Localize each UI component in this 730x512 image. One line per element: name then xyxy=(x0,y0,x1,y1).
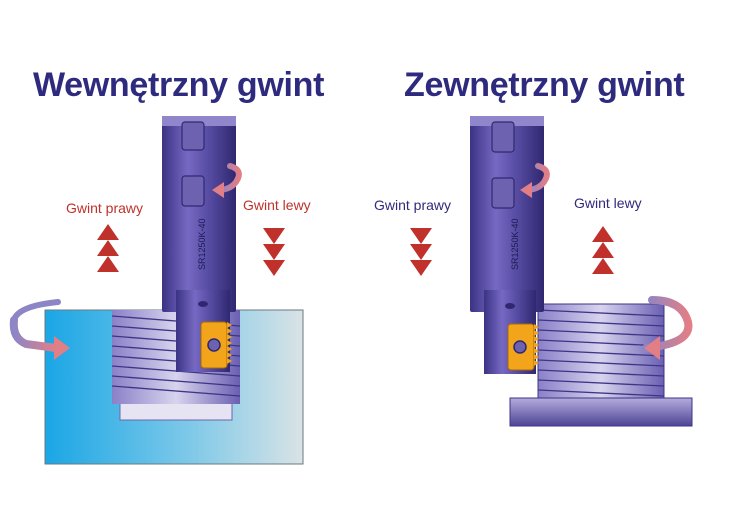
insert-screw-right xyxy=(513,340,527,354)
tool-flat-lower-right xyxy=(491,177,515,209)
tool-rotation-arrowhead-right xyxy=(520,182,532,198)
workpiece-rotation-arrowhead xyxy=(54,336,70,360)
label-right-hand-internal: Gwint prawy xyxy=(66,200,144,216)
feed-arrow-up-right xyxy=(592,226,614,274)
label-left-hand-external: Gwint lewy xyxy=(574,195,642,211)
feed-arrow-down-left xyxy=(263,228,285,276)
insert-teeth-right xyxy=(534,324,539,366)
tool-rotation-arrowhead xyxy=(212,182,224,198)
tool-flat-lower xyxy=(181,175,205,207)
feed-arrow-up-left xyxy=(97,224,119,272)
label-right-hand-external: Gwint prawy xyxy=(374,197,452,213)
tool-rotation-arrow xyxy=(215,163,242,193)
tool-shank xyxy=(162,116,236,312)
workpiece-rotation-arrow-right xyxy=(642,296,693,352)
tool-code-right: SR1250K-40 xyxy=(510,218,520,270)
tool-code-left: SR1250K-40 xyxy=(197,218,207,270)
coolant-hole-right xyxy=(505,303,515,309)
tool-shank-right xyxy=(470,116,544,312)
label-left-hand-internal: Gwint lewy xyxy=(243,197,311,213)
coolant-hole xyxy=(198,301,208,307)
workpiece-rotation-arrow xyxy=(9,316,60,352)
insert-screw xyxy=(207,338,221,352)
title-external-thread: Zewnętrzny gwint xyxy=(404,66,685,104)
feed-arrow-down-right xyxy=(410,228,432,276)
tool-flat-upper-right xyxy=(491,121,515,153)
workpiece-rotation-arrowhead-right xyxy=(644,336,660,360)
title-internal-thread: Wewnętrzny gwint xyxy=(33,66,325,104)
tool-flat-upper xyxy=(181,121,205,151)
tool-top-right xyxy=(470,116,544,126)
tool-top xyxy=(162,116,236,126)
tool-rotation-arrow-right xyxy=(523,163,550,193)
insert-teeth xyxy=(227,322,232,364)
workpiece-base xyxy=(509,397,693,427)
external-thread-lines xyxy=(537,309,665,397)
workpiece-rotation-arc xyxy=(11,299,61,323)
